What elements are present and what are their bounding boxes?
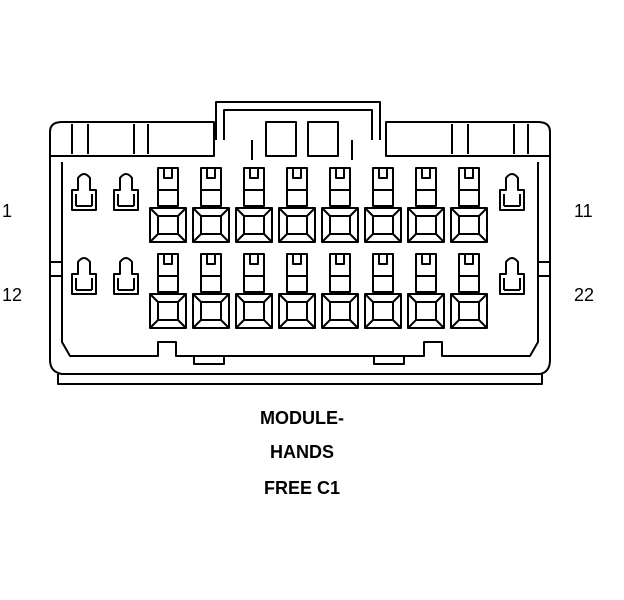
cavity-row-bottom-small xyxy=(71,257,525,295)
cavity-small-11 xyxy=(499,173,525,211)
cavity-large xyxy=(364,167,402,243)
cavity-large xyxy=(364,253,402,329)
cavity-large xyxy=(321,167,359,243)
cavity-row-top-large xyxy=(149,167,488,243)
cavity-large xyxy=(278,253,316,329)
pin-label-top-left: 1 xyxy=(2,201,13,221)
cavity-small-13 xyxy=(113,257,139,295)
cavity-large xyxy=(450,253,488,329)
pin-label-bottom-left: 12 xyxy=(2,285,23,305)
caption-line-2: HANDS xyxy=(269,442,334,462)
cavity-small-2 xyxy=(113,173,139,211)
cavity-small-12 xyxy=(71,257,97,295)
pin-label-top-right: 11 xyxy=(574,201,593,221)
cavity-small-1 xyxy=(71,173,97,211)
caption-line-1: MODULE- xyxy=(260,408,344,428)
cavity-large xyxy=(407,253,445,329)
connector-housing xyxy=(49,121,551,385)
cavity-row-top-small xyxy=(71,173,525,211)
cavity-large xyxy=(149,253,187,329)
cavity-large xyxy=(407,167,445,243)
cavity-large xyxy=(278,167,316,243)
cavity-large xyxy=(149,167,187,243)
latch-tab xyxy=(215,101,381,160)
pin-label-bottom-right: 22 xyxy=(574,285,595,305)
cavity-large xyxy=(235,253,273,329)
cavity-small-22 xyxy=(499,257,525,295)
cavity-large xyxy=(450,167,488,243)
cavity-large xyxy=(235,167,273,243)
cavity-large xyxy=(192,167,230,243)
caption-line-3: FREE C1 xyxy=(263,478,341,498)
cavity-large xyxy=(321,253,359,329)
cavity-large xyxy=(192,253,230,329)
cavity-row-bottom-large xyxy=(149,253,488,329)
